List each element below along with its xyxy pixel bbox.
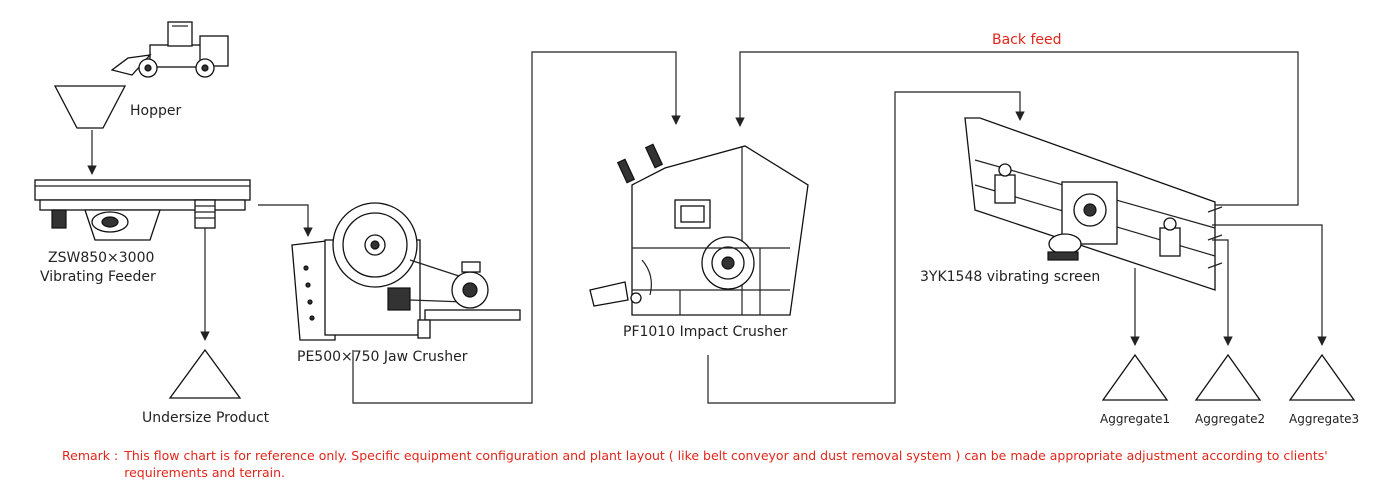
flow-arrow-screen-agg3 bbox=[1212, 224, 1327, 346]
impact-crusher-label: PF1010 Impact Crusher bbox=[623, 324, 788, 340]
wheel-loader-icon bbox=[110, 21, 229, 78]
flow-arrow-jaw-impact bbox=[352, 51, 681, 404]
remark-note: Remark : This flow chart is for referenc… bbox=[62, 447, 1352, 481]
screen-label: 3YK1548 vibrating screen bbox=[920, 269, 1100, 285]
impact-crusher-icon bbox=[589, 143, 809, 316]
aggregate3-label: Aggregate3 bbox=[1289, 412, 1359, 426]
undersize-label: Undersize Product bbox=[142, 410, 270, 426]
feeder-model-label: ZSW850×3000 bbox=[48, 250, 154, 266]
remark-key: Remark : bbox=[62, 448, 119, 463]
aggregate2-pile-icon bbox=[1194, 353, 1262, 401]
flow-arrow-impact-screen bbox=[707, 91, 1025, 404]
back-feed-label: Back feed bbox=[992, 32, 1061, 48]
hopper-label: Hopper bbox=[130, 103, 181, 119]
aggregate1-label: Aggregate1 bbox=[1100, 412, 1170, 426]
vibrating-feeder-icon bbox=[34, 179, 251, 241]
hopper-icon bbox=[53, 85, 127, 129]
aggregate2-label: Aggregate2 bbox=[1195, 412, 1265, 426]
jaw-crusher-label: PE500×750 Jaw Crusher bbox=[297, 349, 468, 365]
feeder-name-label: Vibrating Feeder bbox=[40, 269, 156, 285]
vibrating-screen-icon bbox=[964, 117, 1223, 291]
jaw-crusher-icon bbox=[291, 202, 521, 341]
undersize-pile-icon bbox=[168, 348, 242, 399]
flow-arrow-feeder-jaw bbox=[258, 204, 313, 237]
remark-text: This flow chart is for reference only. S… bbox=[124, 448, 1328, 480]
aggregate3-pile-icon bbox=[1288, 353, 1356, 401]
aggregate1-pile-icon bbox=[1101, 353, 1169, 401]
flow-arrow-back-feed bbox=[735, 51, 1299, 206]
flow-arrow-screen-agg2 bbox=[1212, 239, 1233, 346]
